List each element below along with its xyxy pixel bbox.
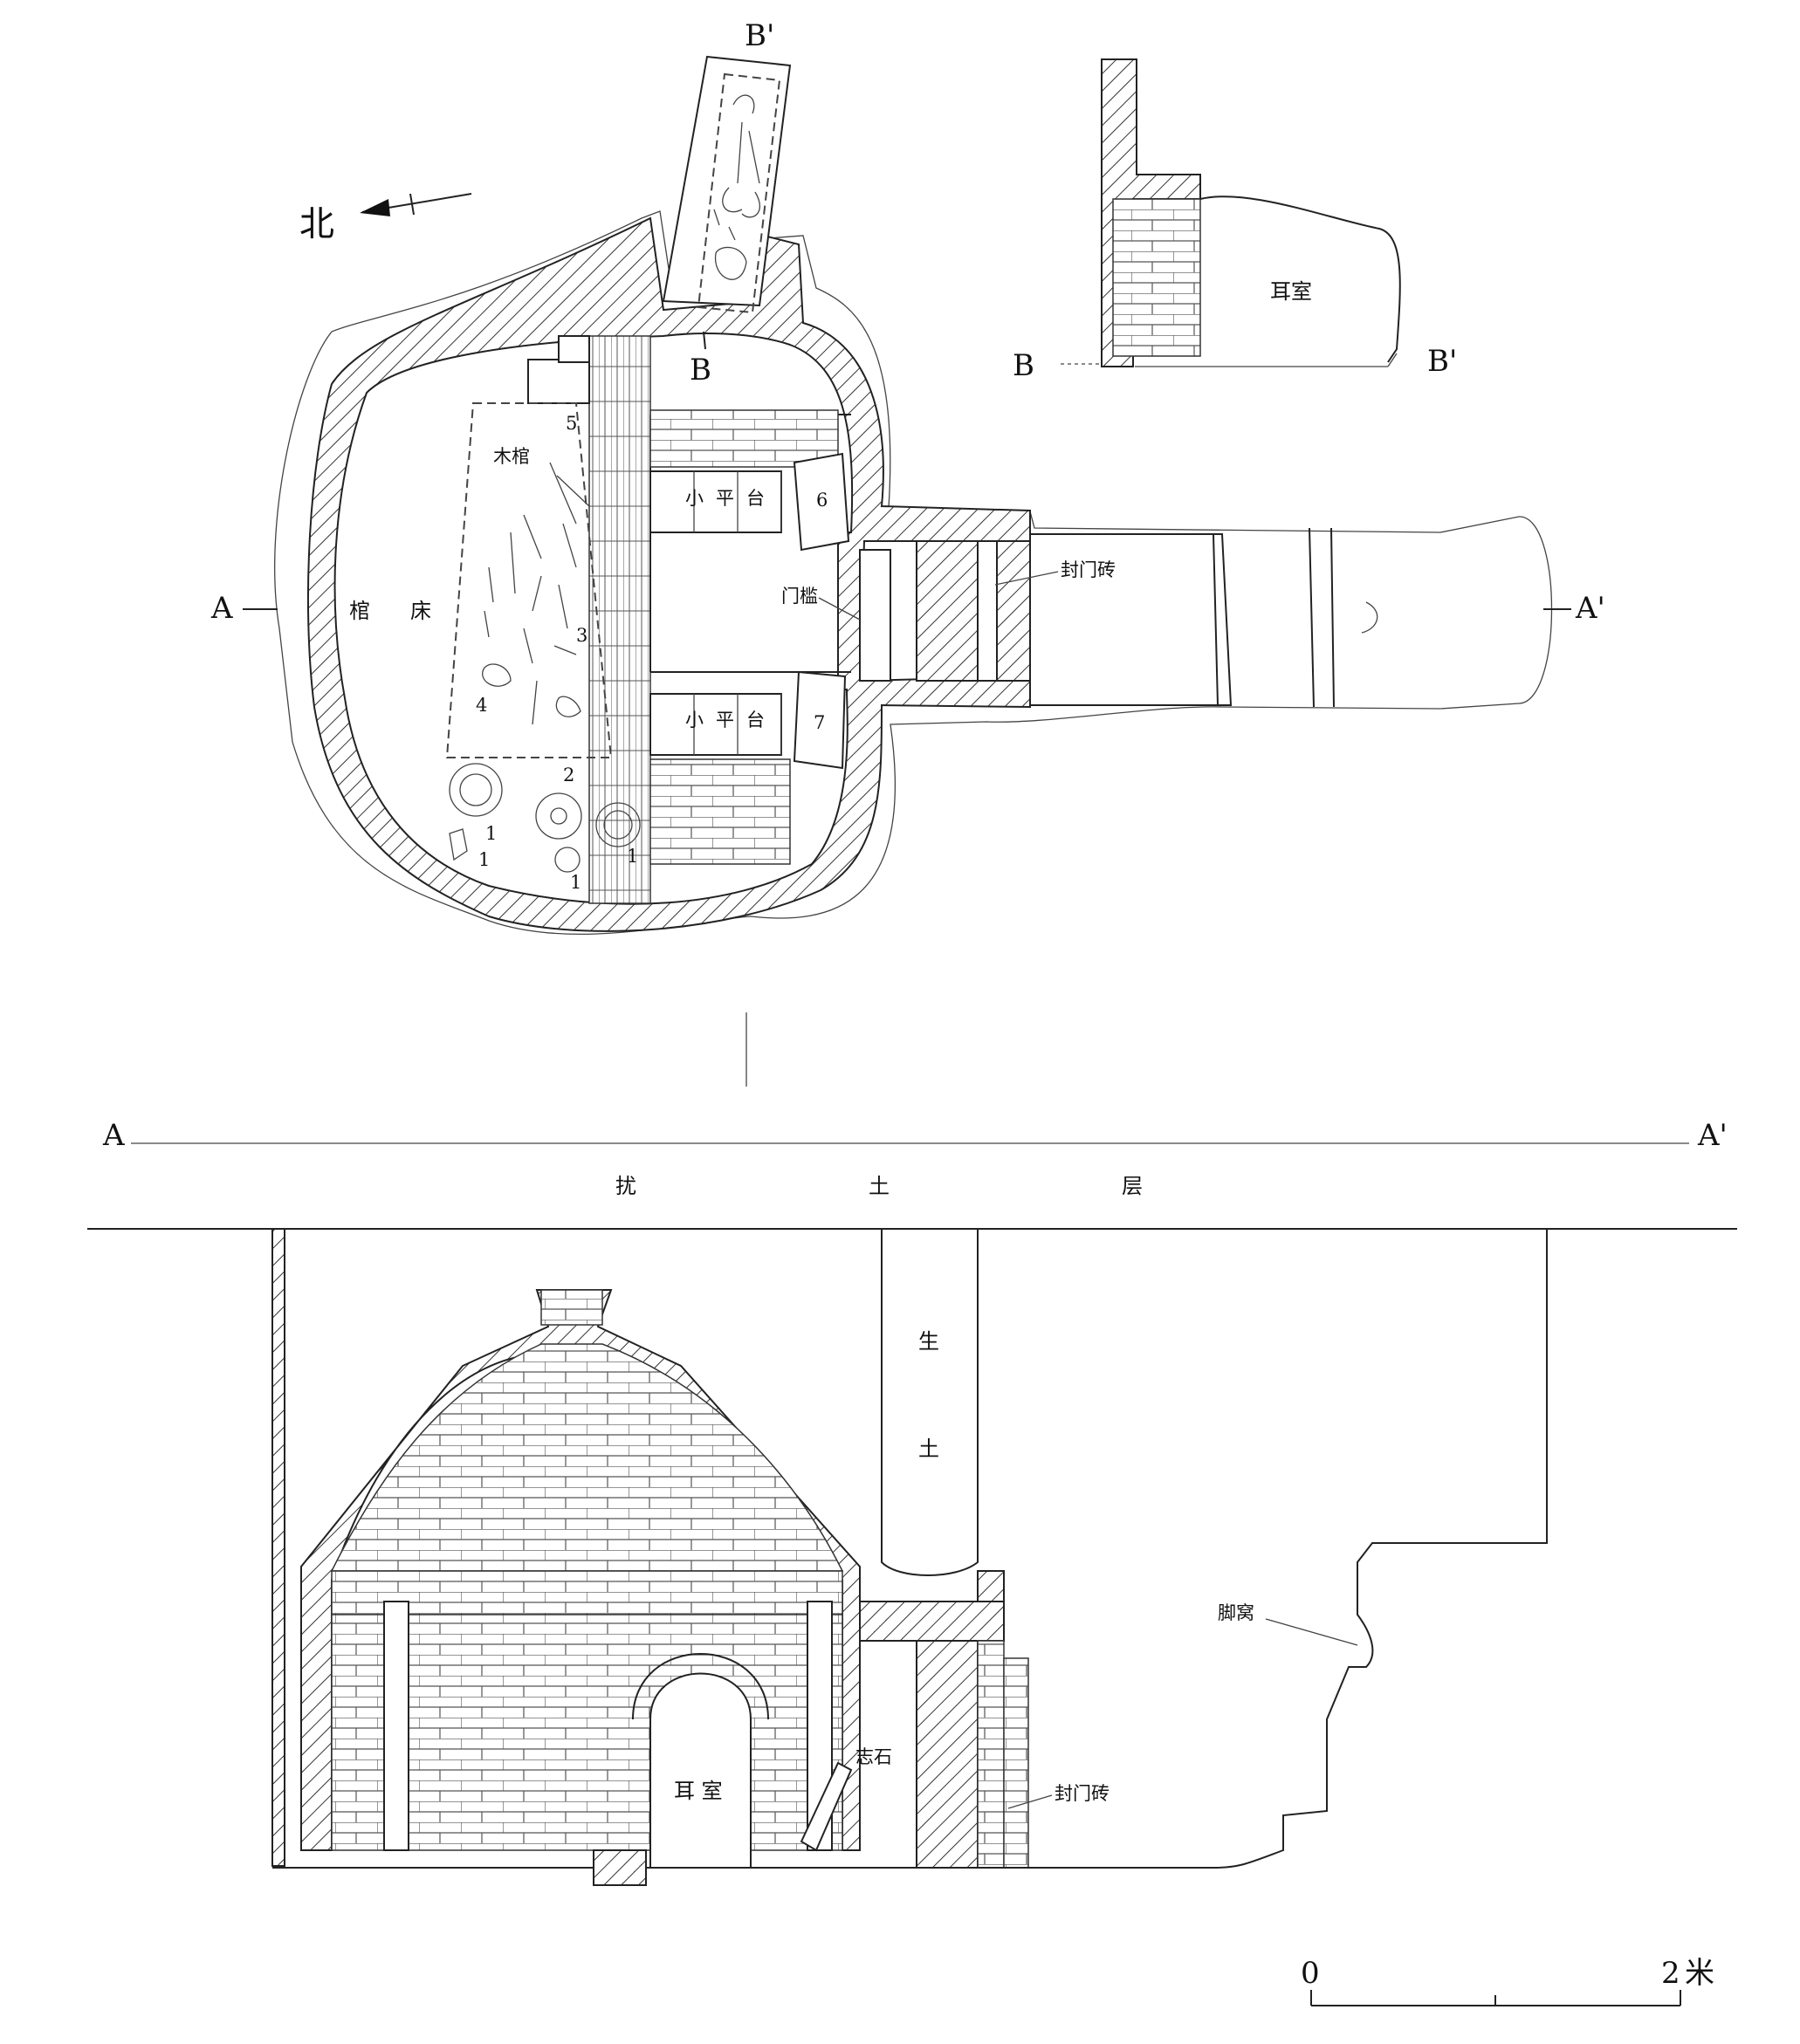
plan-sealing-bricks <box>916 540 979 682</box>
coffin-bed-label-1: 棺 <box>349 599 370 623</box>
virgin-soil-column <box>881 1229 979 1576</box>
section-b-ear-chamber: 耳室 <box>1270 279 1312 304</box>
scale-bar: 0 2 米 <box>1301 1956 1714 2006</box>
ear-chamber-voussoirs <box>632 1653 769 1720</box>
pit-left-wall <box>271 1228 285 1867</box>
disturbed-layer-1: 扰 <box>615 1174 636 1198</box>
find-7-box <box>793 670 847 770</box>
virgin-soil-2: 土 <box>918 1437 939 1461</box>
north-arrow-icon <box>360 193 472 216</box>
section-b-label-b: B <box>1013 348 1034 383</box>
scale-end: 2 <box>1661 1956 1680 1991</box>
rear-skeleton-bones <box>713 94 760 280</box>
footholds-label: 脚窝 <box>1218 1602 1254 1623</box>
section-b-view: B B' 耳室 <box>1013 58 1457 383</box>
dome-brick-courses <box>330 1343 844 1572</box>
tomb-pit-outline <box>274 210 1553 936</box>
virgin-soil-1: 生 <box>918 1329 939 1354</box>
disturbed-layer-2: 土 <box>869 1174 890 1198</box>
plan-sealing-bricks-3 <box>996 540 1031 682</box>
find-number-6: 6 <box>816 490 828 511</box>
coffin-bed-bricks <box>588 335 651 904</box>
plan-label-a: A <box>210 591 233 626</box>
find-number-7: 7 <box>814 712 825 733</box>
epitaph-stone <box>800 1761 853 1852</box>
epitaph-stone-label: 志石 <box>855 1746 892 1767</box>
plan-view: 北 <box>210 18 1605 936</box>
section-ear-chamber: 耳 室 <box>674 1779 723 1803</box>
wooden-coffin-label: 木棺 <box>493 446 530 467</box>
plan-label-b: B <box>690 353 711 388</box>
pit-right-profile <box>1028 1229 1548 1869</box>
section-sealing-label: 封门砖 <box>1055 1783 1110 1804</box>
find-number-2: 2 <box>563 765 574 785</box>
coffin-bed-corner <box>558 335 590 363</box>
dome-cornice <box>331 1570 843 1615</box>
dome-cap <box>540 1289 603 1326</box>
plan-sealing-bricks-2 <box>977 540 998 682</box>
threshold <box>859 549 891 682</box>
bottom-small-platform <box>649 693 782 756</box>
find-number-5: 5 <box>566 413 577 434</box>
find-number-1a: 1 <box>485 823 497 844</box>
section-sealing-bricks-2 <box>977 1640 1005 1869</box>
north-label: 北 <box>299 204 334 244</box>
top-platform-stones <box>649 409 839 468</box>
dromos <box>1030 527 1335 708</box>
floor-step <box>593 1849 647 1886</box>
section-a-label-a: A <box>102 1118 125 1153</box>
scale-unit: 米 <box>1685 1956 1714 1991</box>
coffin-skeleton-bones <box>482 462 590 725</box>
bottom-platform-label: 小平台 <box>685 710 777 730</box>
find-number-1d: 1 <box>478 849 490 870</box>
coffin-bed-label-2: 床 <box>410 599 431 623</box>
find-number-1b: 1 <box>570 872 581 893</box>
section-a-view: A A' 扰 土 层 生 土 耳 室 志石 <box>87 1118 1737 1886</box>
ear-chamber-arch <box>649 1672 752 1869</box>
wooden-coffin <box>445 402 613 758</box>
left-pillar <box>383 1601 409 1851</box>
find-6-box <box>793 452 850 552</box>
rear-passage <box>662 55 792 307</box>
section-sealing-bricks <box>916 1640 979 1869</box>
find-number-3: 3 <box>576 625 587 646</box>
section-b-bricks <box>1112 198 1201 357</box>
find-number-4: 4 <box>476 695 487 716</box>
chamber-wall-bricks <box>331 1614 843 1851</box>
rear-skeleton-outline <box>697 72 781 314</box>
door-frame-top <box>977 1570 1005 1602</box>
coffin-bed-edge <box>527 359 590 404</box>
find-vessels <box>449 763 641 873</box>
plan-label-a-prime: A' <box>1575 591 1605 626</box>
threshold-label: 门槛 <box>781 586 818 607</box>
section-sealing-bricks-3 <box>1003 1657 1029 1869</box>
disturbed-layer-3: 层 <box>1122 1174 1143 1198</box>
dromos-step <box>1361 601 1378 634</box>
plan-label-b-prime: B' <box>745 18 774 53</box>
section-b-chamber <box>1199 195 1401 363</box>
find-number-1c: 1 <box>627 846 638 867</box>
section-b-label-b-prime: B' <box>1427 344 1457 379</box>
scale-start: 0 <box>1301 1956 1320 1991</box>
section-b-hatch-ground <box>1135 353 1398 367</box>
plan-sealing-label: 封门砖 <box>1061 559 1116 580</box>
top-platform-label: 小平台 <box>685 488 777 509</box>
door-frame <box>859 1601 1005 1642</box>
bottom-platform-stones <box>649 758 791 865</box>
section-a-label-a-prime: A' <box>1697 1118 1728 1153</box>
